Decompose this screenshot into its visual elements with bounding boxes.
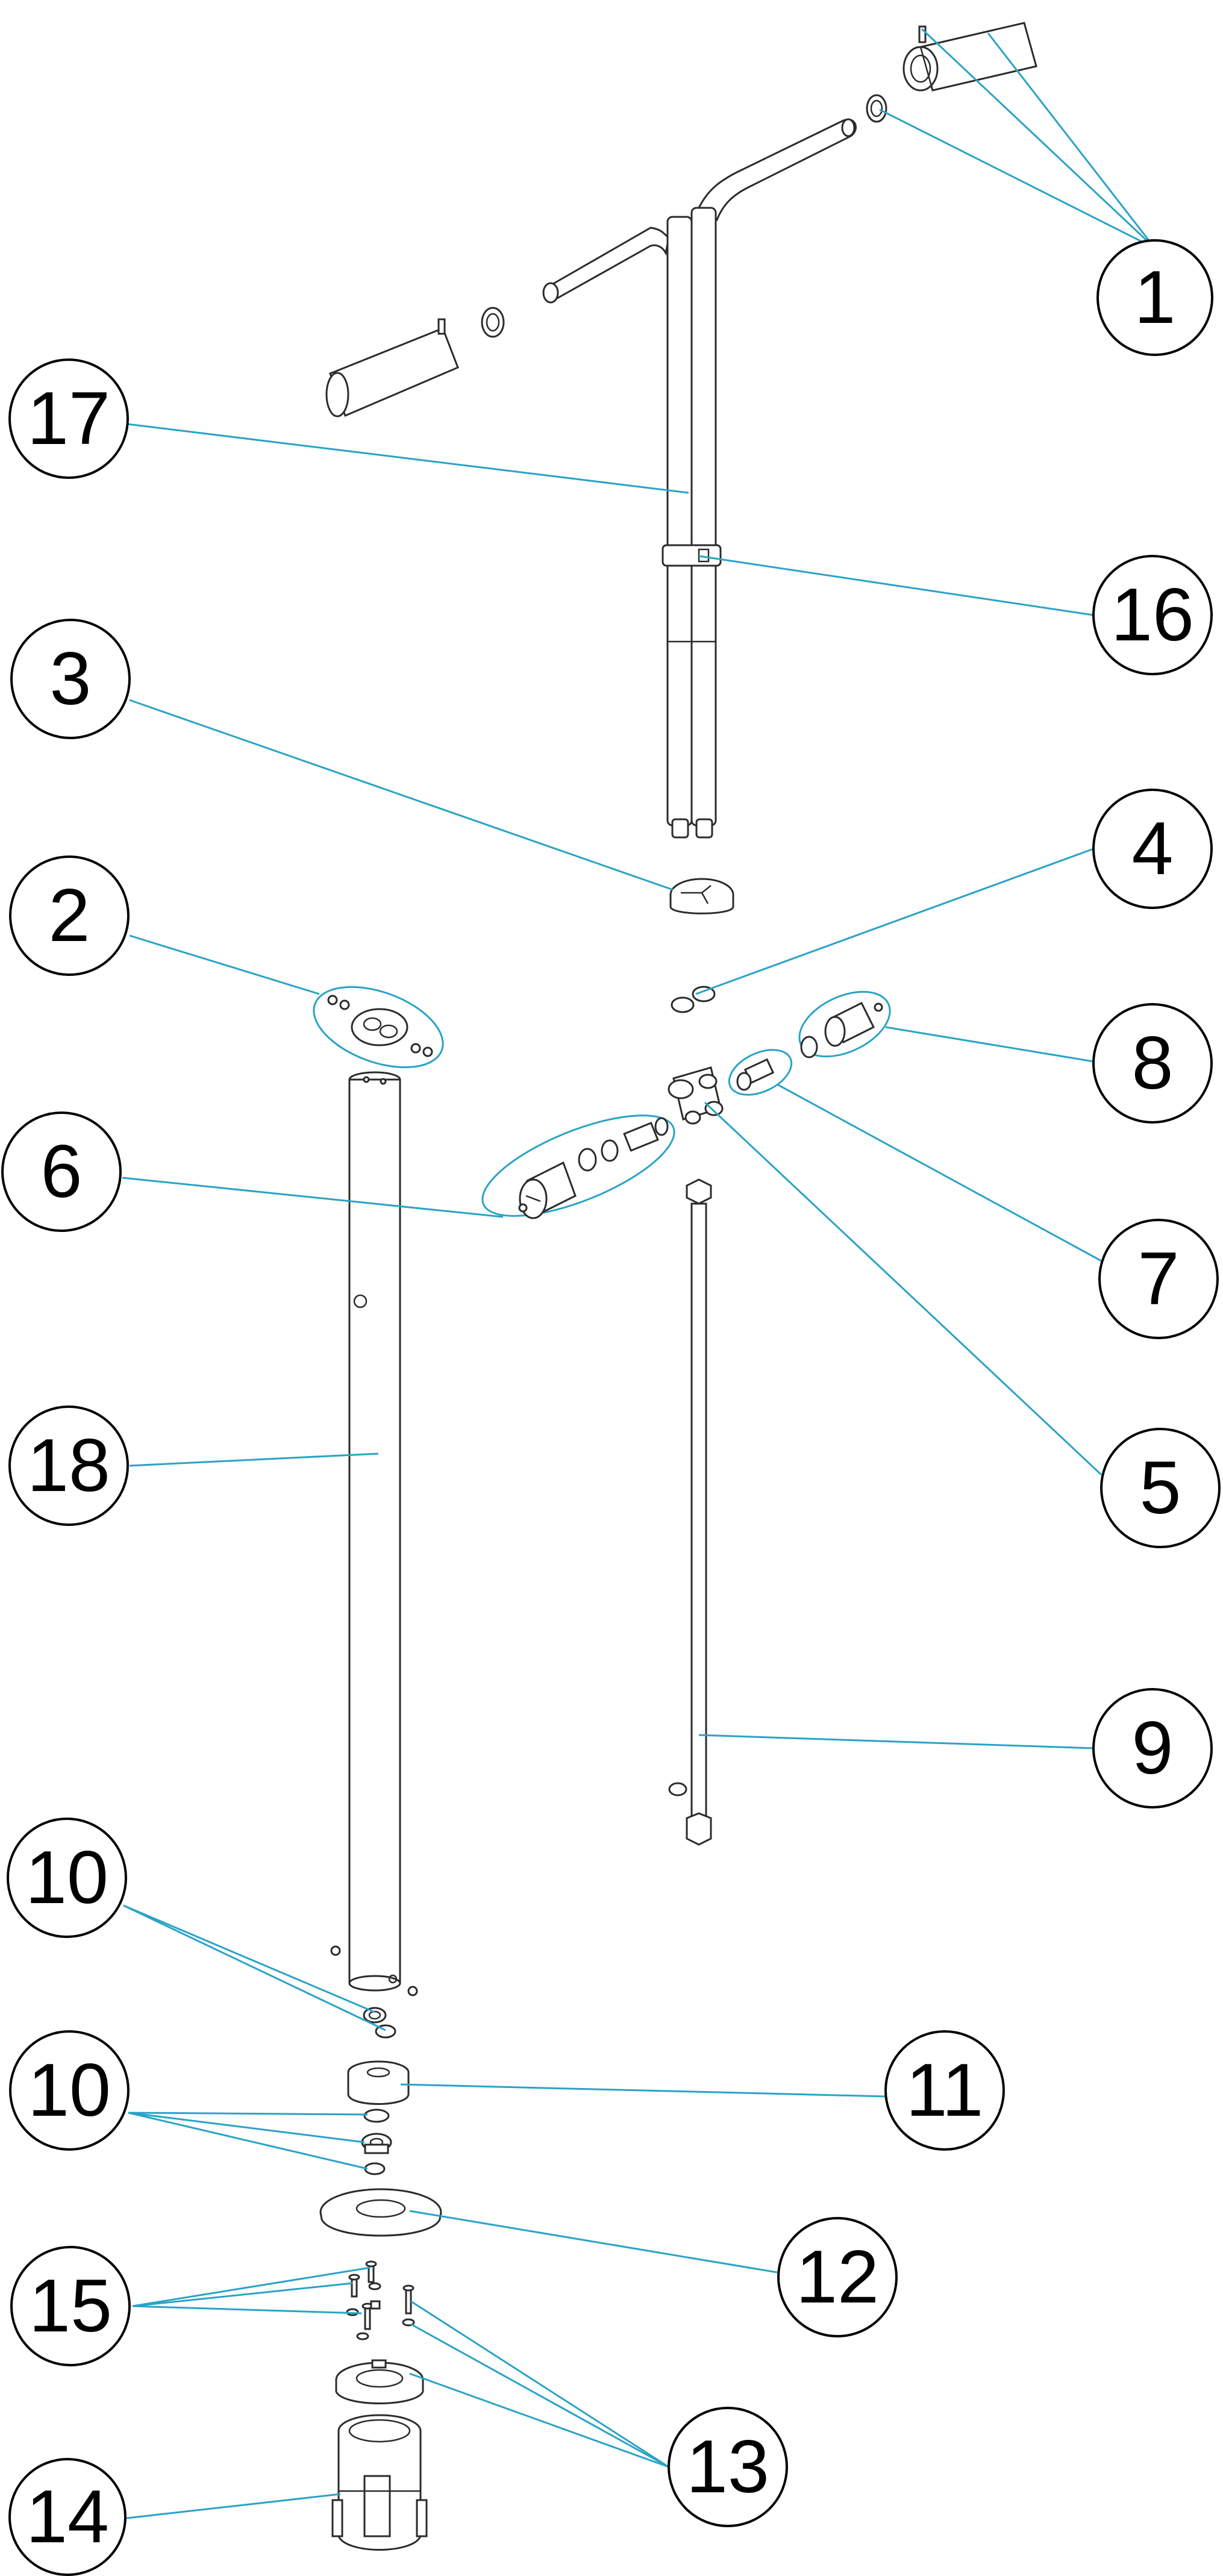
part-11-base-connector (347, 2060, 410, 2105)
callout-9: 9 (1092, 1688, 1213, 1809)
leader-1a (921, 28, 1156, 249)
callout-14-label: 14 (26, 2475, 109, 2559)
leader-18 (129, 1452, 379, 1467)
callout-10-upper-label: 10 (25, 1836, 108, 1919)
part-2-top-plate (313, 986, 444, 1069)
callouts: 1 17 16 3 4 2 8 6 (1, 239, 1221, 2576)
part-3-cap (669, 878, 734, 914)
callout-5: 5 (1100, 1428, 1221, 1548)
leader-10a-2 (123, 1904, 386, 2031)
part-12-escutcheon (319, 2188, 442, 2237)
leader-10b-3 (128, 2112, 368, 2170)
leader-lines (122, 28, 1156, 2519)
callout-6-label: 6 (41, 1130, 83, 1213)
part-17-t-pipe (542, 118, 857, 839)
leader-15-3 (132, 2305, 362, 2315)
leader-13-3 (409, 2372, 669, 2468)
callout-5-label: 5 (1140, 1446, 1181, 1530)
leader-13-2 (410, 2323, 669, 2468)
part-18-column (330, 1071, 418, 1996)
part-8-right-handle (798, 990, 891, 1058)
callout-18: 18 (8, 1405, 129, 1526)
callout-10-lower-label: 10 (28, 2049, 111, 2132)
leader-4 (695, 848, 1094, 995)
leader-15-1 (132, 2266, 371, 2307)
callout-11: 11 (884, 2030, 1005, 2151)
callout-7-label: 7 (1138, 1237, 1180, 1321)
callout-1: 1 (1096, 239, 1213, 356)
callout-11-label: 11 (906, 2049, 984, 2132)
callout-12-label: 12 (796, 2236, 879, 2319)
callout-9-label: 9 (1132, 1707, 1174, 1790)
callout-4: 4 (1092, 789, 1213, 909)
callout-1-label: 1 (1134, 256, 1176, 339)
callout-3-label: 3 (50, 637, 92, 721)
callout-4-label: 4 (1132, 807, 1174, 890)
callout-3: 3 (10, 619, 131, 739)
leader-9 (698, 1734, 1094, 1749)
leader-10a-1 (123, 1904, 375, 2013)
leader-5 (704, 1101, 1103, 1476)
callout-16-label: 16 (1111, 574, 1194, 657)
part-16-clamp (662, 544, 722, 567)
leader-13-1 (410, 2300, 669, 2468)
leader-16 (698, 555, 1094, 616)
callout-17-label: 17 (27, 377, 110, 460)
leader-12 (409, 2210, 778, 2274)
callout-14: 14 (8, 2458, 127, 2576)
leader-2 (129, 934, 320, 995)
callout-10-lower: 10 (9, 2030, 130, 2151)
part-15-screws (346, 2260, 381, 2340)
part-14-base-socket (331, 2414, 428, 2551)
leader-7 (777, 1083, 1102, 1262)
leader-14 (126, 2493, 341, 2519)
part-13-flange (335, 2284, 424, 2404)
leader-17 (127, 423, 689, 494)
callout-15: 15 (10, 2246, 131, 2366)
part-9-supply-rod (668, 1178, 712, 1846)
part-5-mixer-body (668, 1066, 724, 1125)
part-10-lower-washers (361, 2109, 392, 2175)
leader-1b (987, 33, 1156, 249)
leader-11 (400, 2083, 886, 2098)
callout-2: 2 (9, 855, 130, 976)
parts-drawing (313, 22, 1037, 2551)
callout-8-label: 8 (1132, 1022, 1174, 1105)
callout-2-label: 2 (49, 874, 90, 957)
callout-15-label: 15 (29, 2265, 112, 2348)
callout-18-label: 18 (27, 1424, 110, 1507)
leader-15-2 (132, 2282, 353, 2307)
leader-8 (885, 1026, 1094, 1063)
leader-6 (122, 1177, 504, 1218)
callout-7: 7 (1098, 1219, 1219, 1339)
callout-13-label: 13 (686, 2425, 769, 2509)
callout-13: 13 (668, 2407, 788, 2527)
leader-10b-2 (128, 2112, 365, 2143)
leader-3 (129, 699, 674, 891)
part-4-orings (671, 986, 716, 1013)
part-left-head (325, 307, 505, 417)
callout-17: 17 (8, 358, 129, 479)
leader-10b-1 (128, 2112, 368, 2116)
callout-12: 12 (777, 2217, 898, 2337)
callout-6: 6 (1, 1111, 122, 1232)
part-1-right-head (866, 22, 1037, 123)
callout-16: 16 (1092, 555, 1213, 675)
callout-8: 8 (1092, 1003, 1213, 1124)
part-7-right-cartridge (728, 1049, 793, 1096)
leader-1c (879, 108, 1156, 249)
part-6-left-handle-group (481, 1114, 675, 1219)
callout-10-upper: 10 (7, 1818, 127, 1938)
